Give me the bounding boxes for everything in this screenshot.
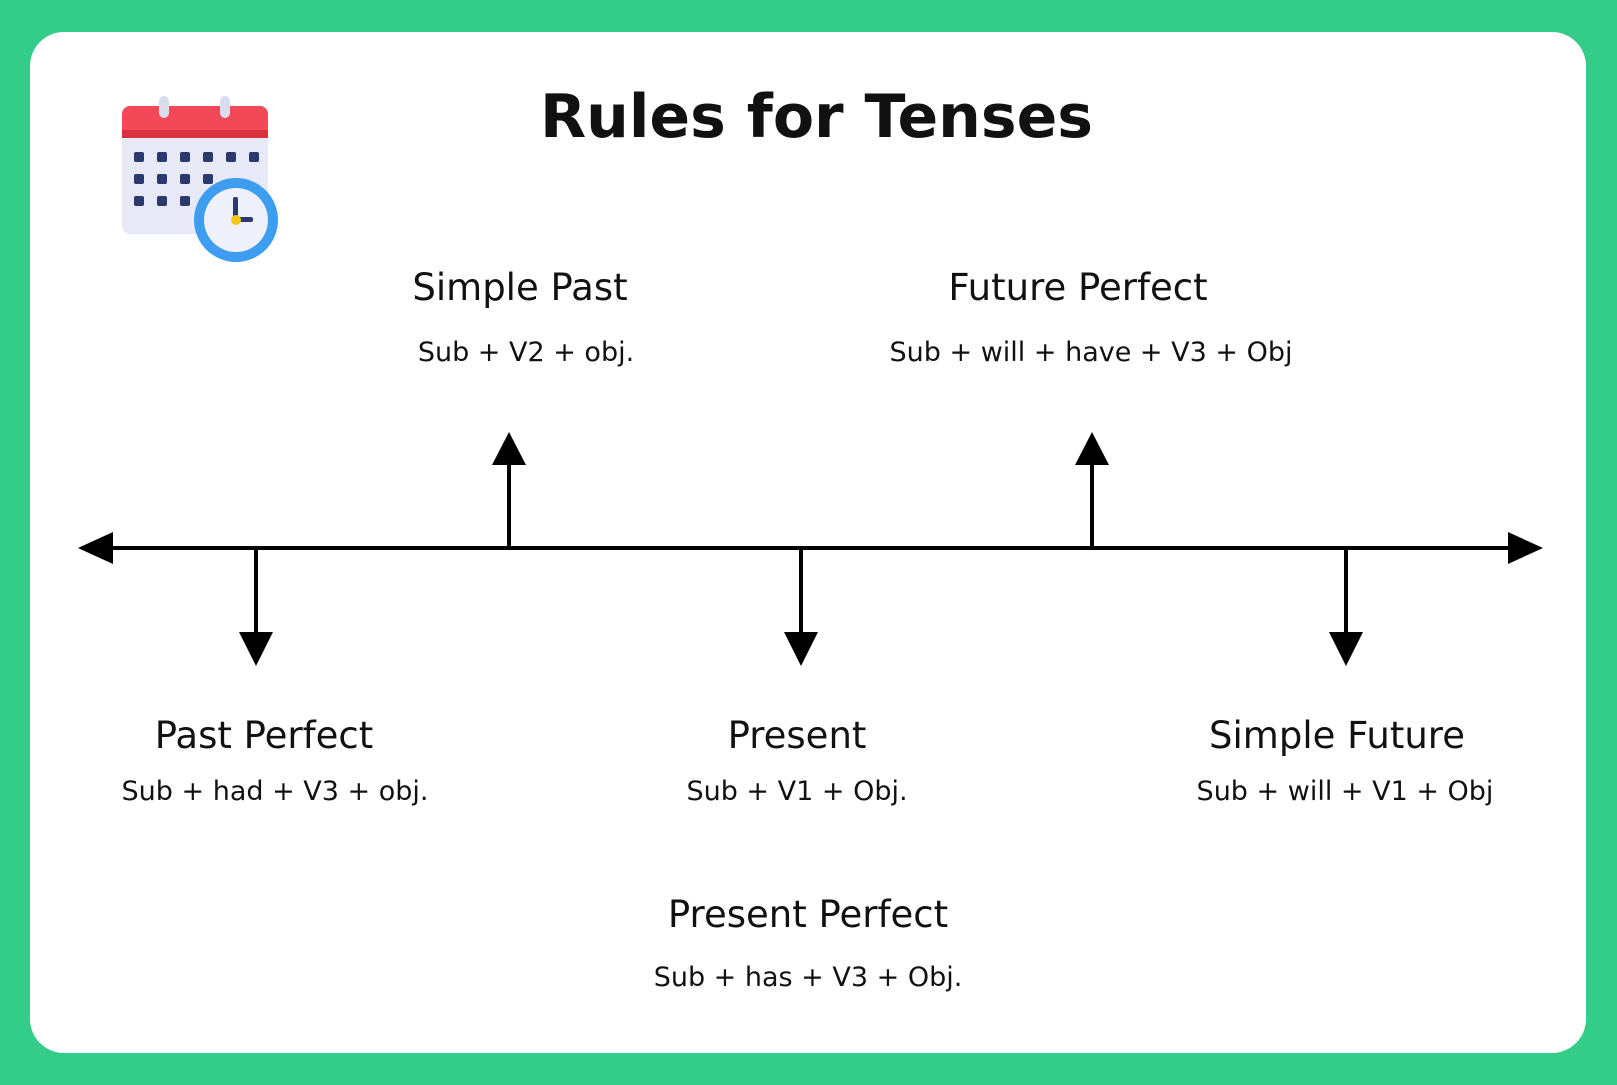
timeline-left-arrowhead <box>78 532 113 564</box>
simple-future-name: Simple Future <box>1209 714 1465 757</box>
arrow-past-perfect <box>239 548 273 666</box>
simple-past-name: Simple Past <box>412 266 628 309</box>
timeline-right-arrowhead <box>1508 532 1543 564</box>
arrow-simple-future <box>1329 548 1363 666</box>
present-perfect-name: Present Perfect <box>667 893 949 936</box>
future-perfect-formula: Sub + will + have + V3 + Obj <box>889 337 1293 368</box>
future-perfect-name: Future Perfect <box>948 266 1208 309</box>
diagram-card <box>30 32 1586 1053</box>
present-name: Present <box>727 714 867 757</box>
past-perfect-formula: Sub + had + V3 + obj. <box>121 776 429 807</box>
arrow-future-perfect <box>1075 432 1109 548</box>
calendar-clock-icon <box>122 96 278 262</box>
simple-future-formula: Sub + will + V1 + Obj <box>1196 776 1494 807</box>
present-perfect-formula: Sub + has + V3 + Obj. <box>653 962 963 993</box>
simple-past-formula: Sub + V2 + obj. <box>417 337 635 368</box>
past-perfect-name: Past Perfect <box>154 714 374 757</box>
arrow-simple-past <box>492 432 526 548</box>
page-title: Rules for Tenses <box>539 82 1094 152</box>
present-formula: Sub + V1 + Obj. <box>686 776 908 807</box>
arrow-present <box>784 548 818 666</box>
